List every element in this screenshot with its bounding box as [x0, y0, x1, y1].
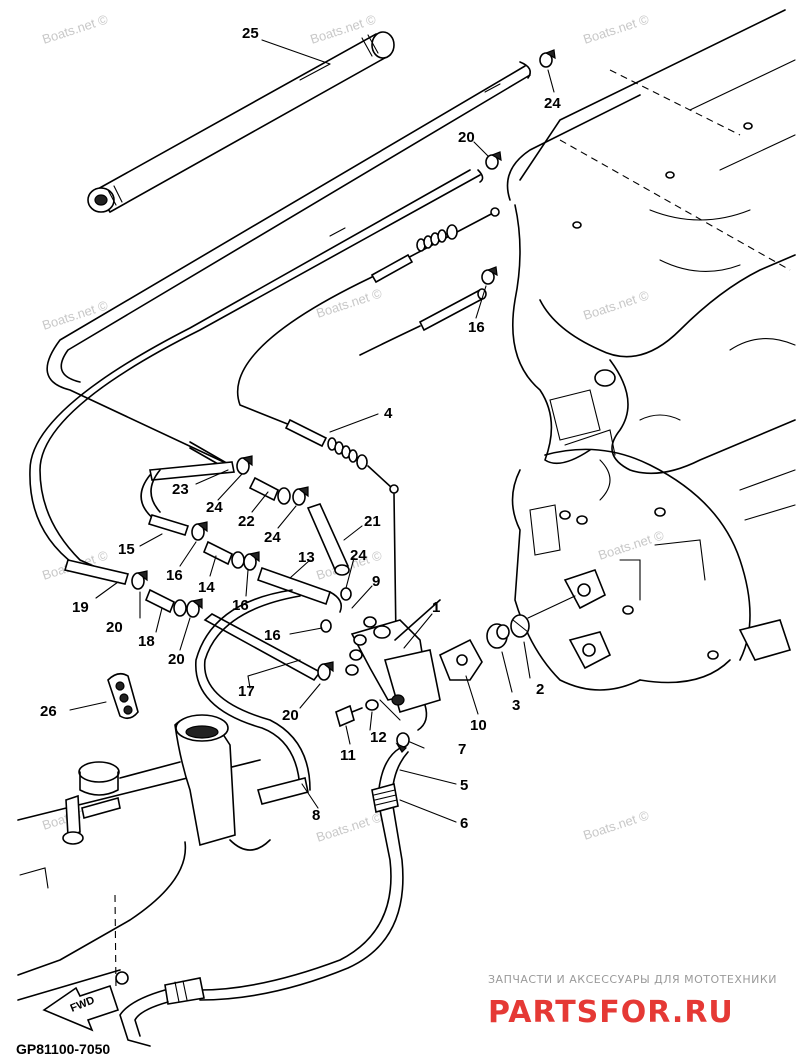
clip-26: [107, 672, 139, 720]
callout-24: 24: [544, 95, 561, 112]
fitting-icon: [248, 476, 291, 505]
watermark: Boats.net ©: [40, 297, 110, 332]
callout-14: 14: [198, 579, 215, 596]
top-clamps: [481, 49, 556, 285]
callout-16: 16: [468, 319, 485, 336]
callout-25: 25: [242, 25, 259, 42]
leader-lines: [69, 39, 555, 823]
callout-20: 20: [106, 619, 123, 636]
shop-branding: ЗАПЧАСТИ И АКСЕССУАРЫ ДЛЯ МОТОТЕХНИКИ PA…: [488, 973, 777, 1030]
callout-15: 15: [118, 541, 135, 558]
callout-12: 12: [370, 729, 387, 746]
diagram-code: GP81100-7050: [16, 1041, 110, 1057]
watermark: Boats.net ©: [581, 11, 651, 46]
watermark: Boats.net ©: [581, 807, 651, 842]
callout-23: 23: [172, 481, 189, 498]
clamp-icon: [191, 521, 208, 541]
fitting-icon: [144, 588, 187, 617]
valve-assembly: [335, 595, 576, 753]
callout-6: 6: [460, 815, 468, 832]
fitting-icon: [202, 540, 245, 569]
watermark: Boats.net ©: [314, 809, 384, 844]
callouts: 25 24 20 16 4 23 24 22 24 21 15 16 14 13…: [40, 25, 561, 832]
callout-22: 22: [238, 513, 255, 530]
callout-18: 18: [138, 633, 155, 650]
watermark: Boats.net ©: [40, 11, 110, 46]
callout-13: 13: [298, 549, 315, 566]
clamp-icon: [340, 587, 352, 601]
callout-21: 21: [364, 513, 381, 530]
clamp-icon: [320, 619, 332, 633]
clamp-icon: [243, 551, 260, 571]
watermark: Boats.net ©: [314, 285, 384, 320]
callout-1: 1: [432, 599, 440, 616]
callout-16: 16: [166, 567, 183, 584]
clamp-icon: [292, 486, 309, 506]
clamp-icon: [395, 732, 410, 753]
callout-24: 24: [264, 529, 281, 546]
callout-2: 2: [536, 681, 544, 698]
callout-17: 17: [238, 683, 255, 700]
engine-block: [506, 9, 796, 691]
callout-24: 24: [206, 499, 223, 516]
clamp-icon: [131, 570, 148, 590]
clamp-icon: [115, 971, 129, 985]
clamp-icon: [236, 455, 253, 475]
callout-5: 5: [460, 777, 468, 794]
pipe-25: [87, 31, 395, 214]
hose-loop: [29, 61, 531, 581]
fwd-arrow-icon: FWD: [42, 984, 120, 1032]
shop-logo: PARTSFOR.RU: [488, 995, 734, 1030]
callout-8: 8: [312, 807, 320, 824]
callout-3: 3: [512, 697, 520, 714]
clamp-icon: [481, 266, 498, 285]
lower-hoses: [115, 747, 409, 1047]
hose-assemblies: [63, 447, 352, 805]
callout-10: 10: [470, 717, 487, 734]
callout-16: 16: [232, 597, 249, 614]
callout-9: 9: [372, 573, 380, 590]
watermark: Boats.net ©: [581, 287, 651, 322]
callout-19: 19: [72, 599, 89, 616]
clamp-icon: [539, 49, 556, 68]
clamp-icon: [186, 598, 203, 618]
callout-20: 20: [282, 707, 299, 724]
bolt-icon: [335, 704, 363, 728]
callout-11: 11: [340, 747, 356, 764]
shop-caption: ЗАПЧАСТИ И АКСЕССУАРЫ ДЛЯ МОТОТЕХНИКИ: [488, 973, 777, 986]
clamp-icon: [485, 151, 502, 170]
callout-26: 26: [40, 703, 57, 720]
callout-7: 7: [458, 741, 466, 758]
callout-20: 20: [458, 129, 475, 146]
fuel-tank: FWD: [17, 714, 271, 1032]
clamp-icon: [317, 661, 334, 681]
callout-24: 24: [350, 547, 367, 564]
callout-4: 4: [384, 405, 393, 422]
callout-20: 20: [168, 651, 185, 668]
callout-16: 16: [264, 627, 281, 644]
